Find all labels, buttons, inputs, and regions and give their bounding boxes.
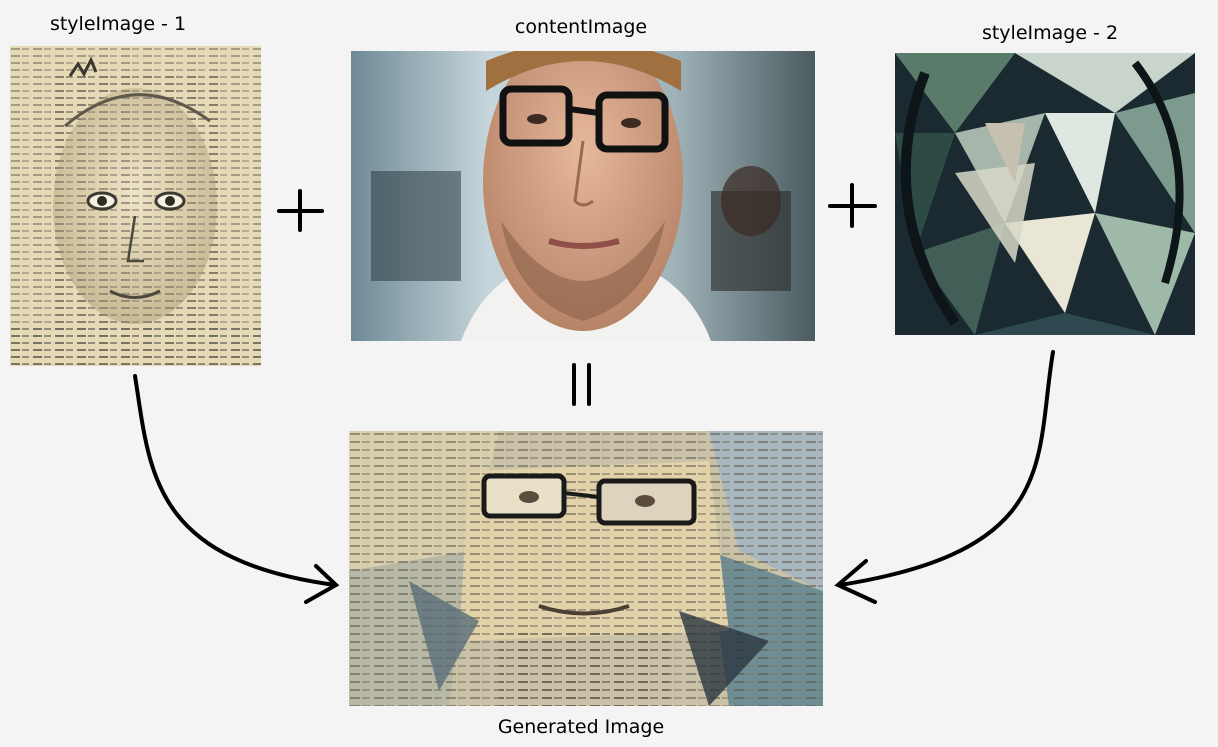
low-poly-portrait-icon [895, 53, 1195, 335]
style-image-1-label: styleImage - 1 [49, 13, 187, 35]
equals-icon [572, 363, 591, 406]
style-image-1 [10, 46, 261, 366]
arrow-right-to-generated [834, 350, 1055, 604]
man-with-glasses-photo-icon [351, 51, 815, 341]
plus-icon-right [828, 183, 877, 228]
arrow-left-to-generated [133, 374, 340, 604]
newspaper-collage-portrait-icon [10, 46, 261, 366]
style-image-2 [895, 53, 1195, 335]
plus-icon-left [277, 189, 324, 232]
content-image [351, 51, 815, 341]
stylized-blended-portrait-icon [349, 431, 823, 706]
generated-image-label: Generated Image [497, 716, 665, 738]
style-image-2-label: styleImage - 2 [981, 22, 1119, 44]
content-image-label: contentImage [514, 16, 648, 38]
generated-image [349, 431, 823, 706]
